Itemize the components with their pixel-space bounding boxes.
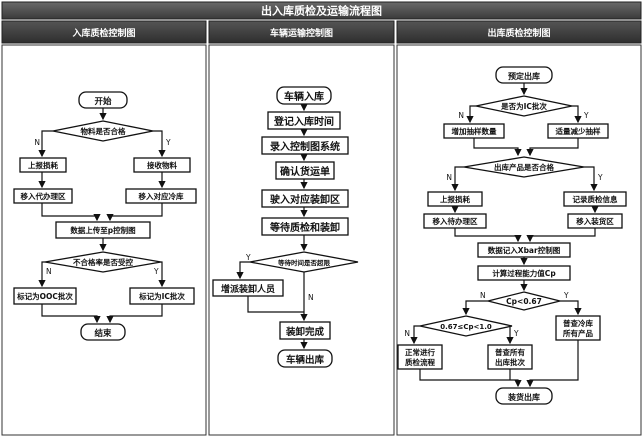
transport-wait-qc-label: 等待质检和装卸 [270,221,340,234]
outbound-record-xbar-label: 数据记入Xbar控制图 [488,245,561,255]
transport-confirm-order-label: 确认货运单 [280,165,330,178]
title-bar: 出入库质检及运输流程图 [1,1,642,20]
transport-confirm-order-box [275,161,335,180]
outbound-range-yes-label: Y [513,329,519,338]
inbound-move-pending-box [13,188,73,204]
transport-vehicle-in-label: 车辆入库 [284,90,324,103]
inbound-decision-rate-label: 不合格率是否受控 [73,257,133,267]
outbound-calc-cp-label: 计算过程能力值Cp [492,268,556,278]
outbound-check-cold-line1: 普查冷库 [563,318,593,328]
inbound-flow: 开始 物料是否合格 N Y 上报损耗 接收物料 移入代办理区 移入对应冷库 数据… [13,91,197,341]
outbound-normal-flow-line2: 质检流程 [405,357,435,367]
inbound-report-loss-label: 上报损耗 [28,160,58,170]
transport-flow: 车辆入库 登记入库时间 录入控制图系统 确认货运单 驶入对应装卸区 等待质检和装… [212,86,359,368]
outbound-decision-product-label: 出库产品是否合格 [494,162,554,172]
outbound-decision-ic [475,95,573,117]
outbound-cp-yes-label: Y [563,291,569,300]
transport-to-dock-box [261,189,349,208]
transport-vehicle-out-label: 车辆出库 [286,354,325,366]
transport-add-staff-label: 增派装卸人员 [221,283,275,295]
inbound-mark-ic-label: 标记为IC批次 [138,291,185,301]
outbound-ic-yes-label: Y [583,111,589,120]
inbound-no-label: N [34,138,40,147]
transport-wait-qc-box [261,217,349,236]
outbound-decision-range-label: 0.67≤Cp<1.0 [440,323,492,331]
outbound-move-load-label: 移入装货区 [576,216,614,226]
column-frames [1,44,642,436]
inbound-rate-no-label: N [46,267,52,276]
outbound-report-loss-label: 上报损耗 [440,194,470,204]
inbound-upload-label: 数据上传至p控制图 [70,225,136,235]
outbound-plan-out-label: 预定出库 [508,71,540,81]
transport-load-done-box [279,321,331,340]
diagram-title: 出入库质检及运输流程图 [261,4,382,18]
inbound-end-terminal [80,323,126,341]
outbound-flow: 预定出库 是否为IC批次 N Y 增加抽样数量 适量减少抽样 出库产品是否合格 … [397,66,627,405]
inbound-receive-label: 接收物料 [147,160,177,170]
transport-record-system-label: 录入控制图系统 [270,140,340,153]
inbound-decision-rate [44,251,162,273]
outbound-normal-flow-box [397,344,443,370]
transport-register-time-label: 登记入库时间 [273,115,334,128]
transport-vehicle-out-terminal [277,349,333,368]
inbound-move-pending-label: 移入代办理区 [21,191,66,201]
outbound-decision-product [463,156,585,178]
outbound-range-no-label: N [404,329,410,338]
outbound-check-cold-box [555,315,601,341]
outbound-decision-cp [487,291,561,311]
inbound-move-cold-box [125,188,197,204]
outbound-product-yes-label: Y [597,173,603,182]
outbound-normal-flow-line1: 正常进行 [405,347,435,357]
outbound-check-all-batch-line2: 出库批次 [495,357,525,367]
inbound-mark-ooc-label: 标记为OOC批次 [16,291,73,301]
inbound-mark-ooc-box [13,287,77,305]
outbound-more-samples-label: 增加抽样数量 [452,126,497,136]
column-header-inbound: 入库质检控制图 [71,27,135,39]
inbound-move-cold-label: 移入对应冷库 [139,191,184,201]
inbound-decision-qualified-label: 物料是否合格 [81,126,126,136]
outbound-check-all-batch-line1: 普查所有 [495,347,525,357]
inbound-yes-label: Y [165,138,171,147]
transport-yes-label: Y [245,253,251,262]
transport-load-done-label: 装卸完成 [285,326,325,338]
outbound-product-no-label: N [446,173,452,182]
outbound-ic-no-label: N [458,111,464,120]
inbound-end-label: 结束 [94,328,112,339]
transport-decision-wait-label: 等待时间是否超限 [277,258,331,267]
outbound-record-qc-label: 记录质检信息 [573,194,618,204]
outbound-check-cold-line2: 所有产品 [563,328,593,338]
outbound-decision-range [419,315,513,337]
inbound-decision-qualified [52,120,154,142]
outbound-decision-cp-label: Cp<0.67 [506,297,542,306]
transport-to-dock-label: 驶入对应装卸区 [270,193,340,206]
outbound-ship-out-terminal [495,387,553,405]
outbound-fewer-samples-label: 适量减少抽样 [556,126,601,136]
outbound-check-all-batch-box [487,344,533,370]
outbound-cp-no-label: N [480,291,486,300]
transport-no-label: N [308,293,314,302]
outbound-move-pending-label: 移入待办理区 [433,216,478,226]
column-headers: 入库质检控制图 车辆运输控制图 出库质检控制图 [1,20,642,44]
outbound-decision-ic-label: 是否为IC批次 [500,101,547,111]
inbound-report-loss-box [19,157,67,173]
outbound-ship-out-label: 装货出库 [507,392,540,402]
inbound-start-label: 开始 [94,96,112,107]
column-header-outbound: 出库质检控制图 [487,27,550,39]
column-header-transport: 车辆运输控制图 [270,27,333,39]
inbound-rate-yes-label: Y [153,267,159,276]
